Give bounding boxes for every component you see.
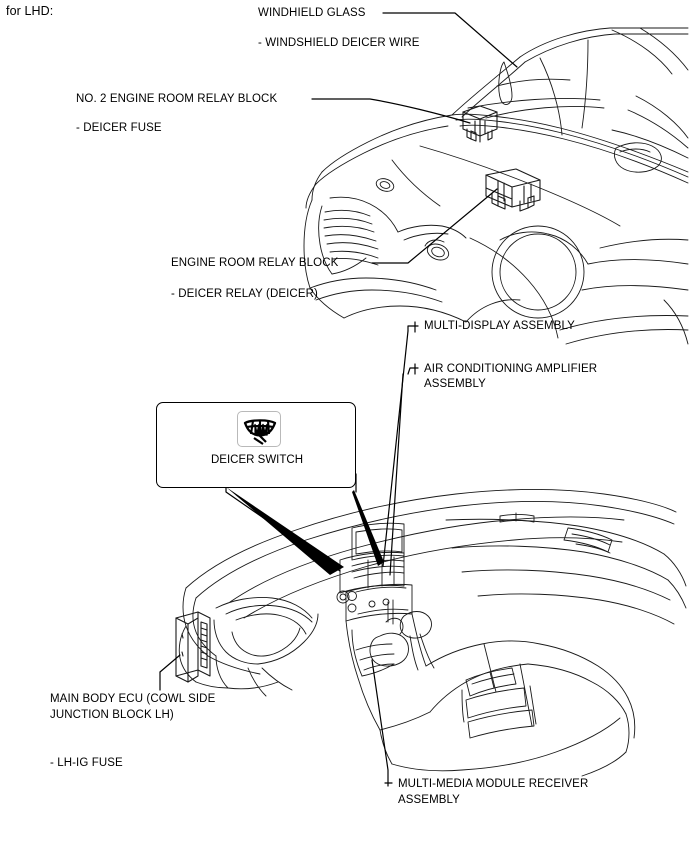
label-no2-engine-room-relay-block-sub: - DEICER FUSE [76,122,162,134]
label-main-body-ecu-line1: MAIN BODY ECU (COWL SIDE [50,693,216,705]
intro-note: for LHD: [6,4,54,18]
label-engine-room-relay-block-sub: - DEICER RELAY (DEICER) [171,288,318,300]
label-air-conditioning-amplifier-line2: ASSEMBLY [424,378,486,390]
label-multi-media-module-receiver-line1: MULTI-MEDIA MODULE RECEIVER [398,778,589,790]
label-main-body-ecu-sub: - LH-IG FUSE [50,757,123,769]
label-air-conditioning-amplifier-line1: AIR CONDITIONING AMPLIFIER [424,363,598,375]
windshield-defroster-icon-glyph [243,419,277,445]
windshield-defroster-icon [237,411,281,447]
deicer-switch-label: DEICER SWITCH [211,454,303,466]
label-main-body-ecu-line2: JUNCTION BLOCK LH) [50,709,174,721]
label-multi-display-assembly: MULTI-DISPLAY ASSEMBLY [424,320,575,332]
label-engine-room-relay-block-title: ENGINE ROOM RELAY BLOCK [171,257,339,269]
label-no2-engine-room-relay-block-title: NO. 2 ENGINE ROOM RELAY BLOCK [76,93,278,105]
label-windshield-glass-sub: - WINDSHIELD DEICER WIRE [258,37,420,49]
label-multi-media-module-receiver-line2: ASSEMBLY [398,794,460,806]
deicer-switch-callout: DEICER SWITCH [156,402,356,488]
label-windshield-glass-title: WINDHIELD GLASS [258,7,366,19]
